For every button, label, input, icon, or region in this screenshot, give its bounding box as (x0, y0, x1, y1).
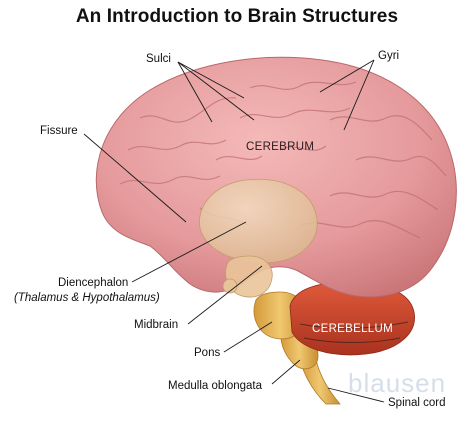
spinal-cord-shape (299, 359, 341, 405)
midbrain-leader (187, 265, 263, 325)
diencephalon-leader (131, 221, 247, 283)
blausen-watermark: blausen (348, 368, 446, 398)
sulci-leader-2 (177, 61, 245, 99)
gyri-leader-1 (319, 59, 375, 93)
sulci-label: Sulci (146, 53, 171, 65)
midbrain-label: Midbrain (134, 319, 178, 331)
diencephalon-shape (199, 178, 318, 264)
sulci-leader-1 (177, 61, 213, 123)
cerebellum-fold-2 (303, 337, 401, 343)
cerebellum-fold-1 (299, 321, 409, 329)
fissure-leader (83, 133, 187, 223)
cerebellum-label: CEREBELLUM (312, 323, 393, 335)
gyri-label: Gyri (378, 50, 399, 62)
cerebrum-shape (95, 56, 457, 298)
sulci-leader-3 (177, 61, 255, 121)
page-title: An Introduction to Brain Structures (75, 6, 399, 27)
diencephalon-sublabel: (Thalamus & Hypothalamus) (14, 292, 160, 304)
fissure-label: Fissure (40, 125, 78, 137)
spinal-cord-label: Spinal cord (388, 397, 446, 409)
gyri-leader-2 (343, 59, 375, 131)
pons-label: Pons (194, 347, 220, 359)
pons-leader (223, 321, 273, 353)
medulla-label: Medulla oblongata (168, 380, 263, 392)
spinal-cord-leader (327, 387, 385, 403)
diencephalon-label: Diencephalon (58, 277, 128, 289)
medulla-leader (271, 359, 301, 385)
cerebrum-label: CEREBRUM (246, 141, 314, 153)
